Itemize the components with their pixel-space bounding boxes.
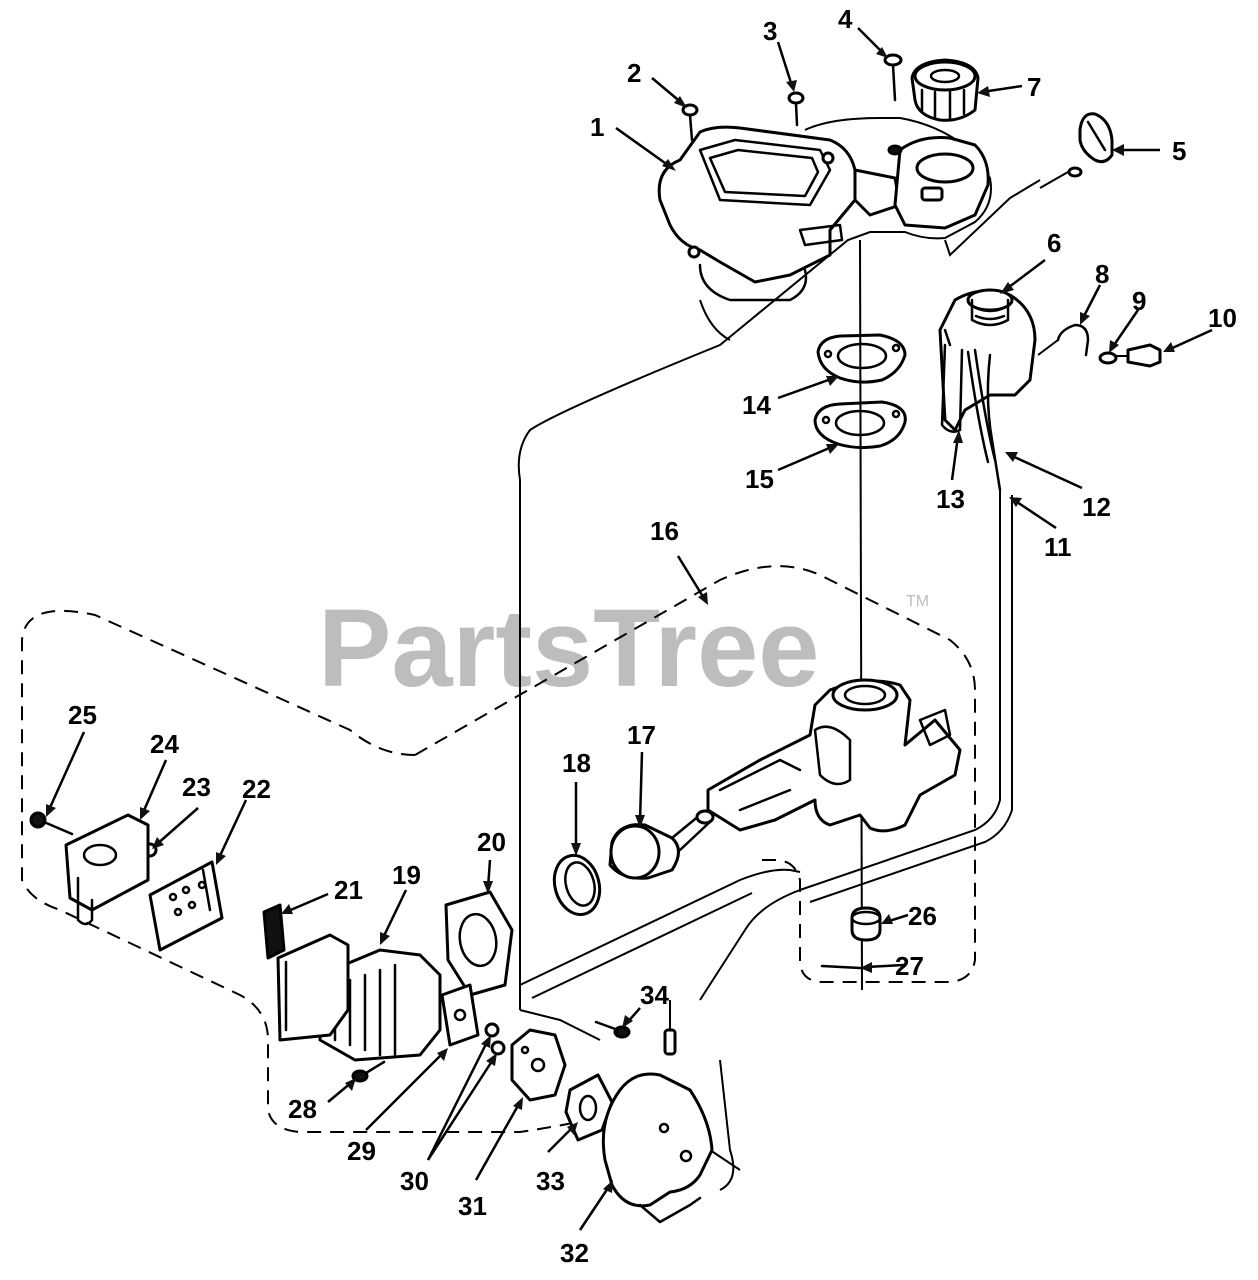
assembly-outline <box>517 117 1041 1191</box>
callout-labels: 1 2 3 4 5 6 7 8 9 10 11 12 13 14 15 16 1… <box>68 4 1237 1268</box>
callout-13: 13 <box>936 484 965 514</box>
callout-24: 24 <box>150 729 179 759</box>
part-34-screw <box>594 1000 677 1056</box>
callout-15: 15 <box>745 464 774 494</box>
part-8-vent-tube <box>1037 323 1090 357</box>
part-33-gasket <box>564 1073 614 1142</box>
part-3-screw <box>787 91 805 127</box>
callout-1: 1 <box>590 112 604 142</box>
part-5-primer-bulb <box>1039 112 1114 189</box>
part-24-cover <box>64 813 150 926</box>
part-26-bushing <box>850 906 882 942</box>
callout-11: 11 <box>1044 532 1072 562</box>
callout-3: 3 <box>763 16 777 46</box>
part-30-nuts <box>484 1022 506 1056</box>
part-13-tank-filter <box>940 343 964 433</box>
callout-25: 25 <box>68 700 97 730</box>
part-25-bolt <box>29 811 74 836</box>
watermark: PartsTree TM <box>318 587 929 710</box>
callout-9: 9 <box>1132 286 1146 316</box>
part-14-gasket <box>816 333 907 384</box>
callout-27: 27 <box>895 951 924 981</box>
part-28-screw <box>351 1060 386 1083</box>
part-18-piston-ring <box>552 853 602 917</box>
part-1-tank-housing <box>657 125 990 302</box>
part-10-valve <box>1116 343 1162 368</box>
callout-18: 18 <box>562 748 591 778</box>
callout-26: 26 <box>908 901 937 931</box>
callout-32: 32 <box>560 1238 589 1268</box>
part-29-insulator <box>440 983 480 1047</box>
crankcase-assembly <box>706 678 962 833</box>
callout-17: 17 <box>627 720 656 750</box>
part-31-carburetor <box>510 1028 567 1102</box>
part-17-piston <box>608 809 715 880</box>
callout-2: 2 <box>627 58 641 88</box>
callout-31: 31 <box>458 1191 487 1221</box>
callout-6: 6 <box>1047 228 1061 258</box>
part-7-fuel-cap <box>910 58 980 122</box>
callout-14: 14 <box>742 390 771 420</box>
leader-arrows <box>46 27 1213 1231</box>
callout-4: 4 <box>838 4 853 34</box>
callout-34: 34 <box>640 980 669 1010</box>
part-27-pin <box>820 964 862 970</box>
callout-16: 16 <box>650 516 679 546</box>
watermark-text: PartsTree <box>318 587 819 710</box>
callout-30: 30 <box>400 1166 429 1196</box>
part-11-fuel-line <box>986 353 1002 492</box>
callout-19: 19 <box>392 860 421 890</box>
part-2-screw <box>681 103 699 142</box>
muffler <box>276 933 350 1042</box>
part-32-air-filter-housing <box>601 1072 714 1224</box>
callout-22: 22 <box>242 774 271 804</box>
part-12-fuel-line <box>966 348 997 464</box>
part-21-screen <box>262 903 286 960</box>
callout-12: 12 <box>1082 492 1111 522</box>
callout-23: 23 <box>182 772 211 802</box>
callout-7: 7 <box>1027 72 1041 102</box>
callout-5: 5 <box>1172 136 1186 166</box>
callout-10: 10 <box>1208 303 1237 333</box>
callout-33: 33 <box>536 1166 565 1196</box>
part-22-plate <box>148 860 224 952</box>
callout-21: 21 <box>334 875 363 905</box>
dashed-group-outlines <box>21 565 976 1133</box>
part-20-gasket <box>444 890 514 997</box>
part-4-screw <box>883 53 903 156</box>
callout-20: 20 <box>477 827 506 857</box>
alignment-line <box>859 239 863 991</box>
callout-29: 29 <box>347 1136 376 1166</box>
callout-8: 8 <box>1095 259 1109 289</box>
callout-28: 28 <box>288 1094 317 1124</box>
part-9-washer <box>1098 351 1118 365</box>
watermark-trademark: TM <box>906 593 929 610</box>
part-6-fuel-tank <box>938 288 1037 432</box>
